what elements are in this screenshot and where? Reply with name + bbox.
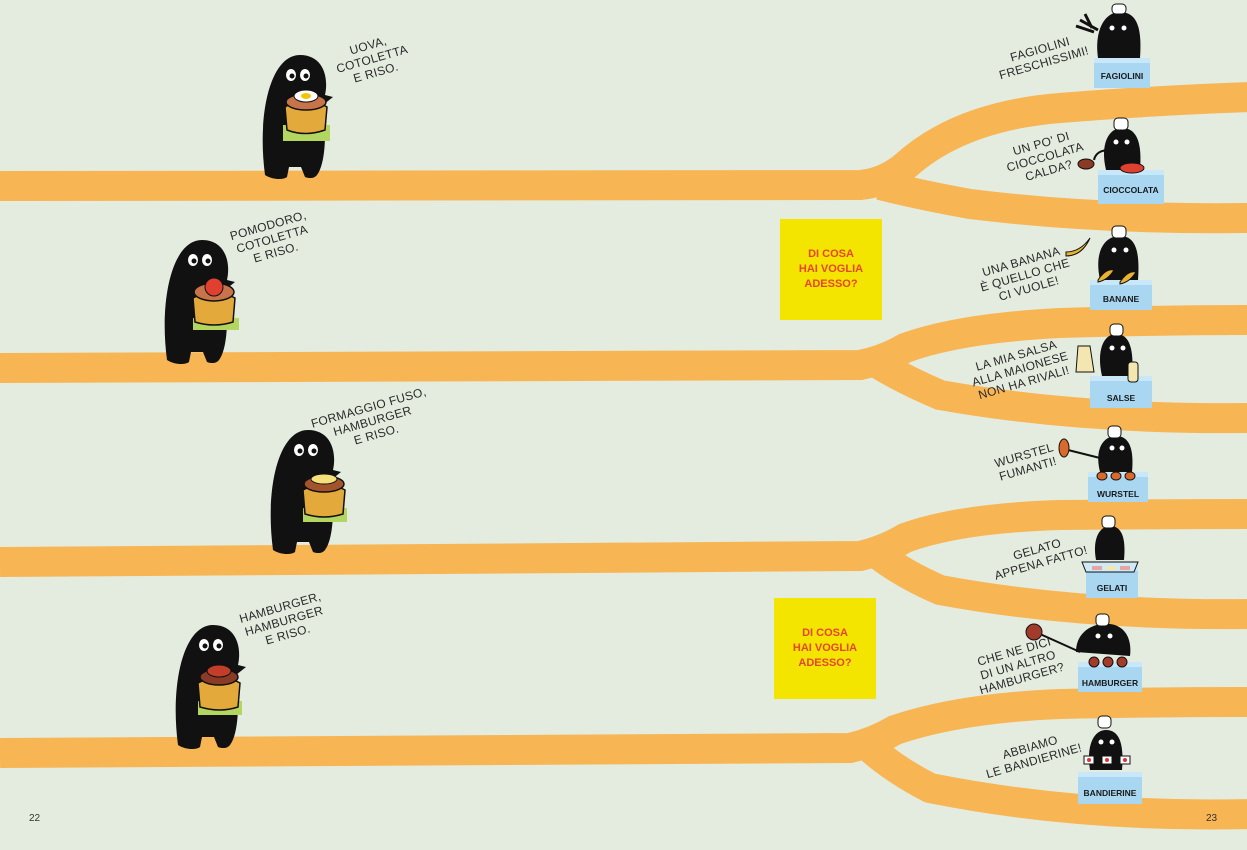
character-hamburger-hamburger-rice xyxy=(175,625,246,750)
path-2-lower-branch xyxy=(872,352,1247,434)
shop-label-fagiolini: FAGIOLINI xyxy=(1100,71,1144,81)
page-number-left: 22 xyxy=(29,813,41,824)
shop-label-bandierine: BANDIERINE xyxy=(1083,788,1137,798)
shop-fagiolini xyxy=(1075,3,1150,88)
shop-label-salse: SALSE xyxy=(1106,393,1136,403)
path-3-lower-branch xyxy=(870,543,1247,630)
shop-hamburger xyxy=(1025,613,1142,692)
shop-banane xyxy=(1065,225,1152,310)
shop-label-hamburger: HAMBURGER xyxy=(1081,678,1139,688)
page-number-right: 23 xyxy=(1206,813,1218,824)
shop-cioccolata xyxy=(1077,117,1164,204)
character-cheese-hamburger-rice xyxy=(270,430,347,555)
shop-wurstel xyxy=(1058,425,1148,502)
character-eggs-cutlet-rice xyxy=(262,55,333,180)
shop-gelati xyxy=(1081,515,1139,598)
shop-salse xyxy=(1075,323,1152,408)
shop-label-banane: BANANE xyxy=(1102,294,1140,304)
shop-label-wurstel: WURSTEL xyxy=(1096,489,1140,499)
shop-label-gelati: GELATI xyxy=(1096,583,1128,593)
path-1-lower-branch xyxy=(876,170,1247,234)
question-box-2: DI COSA HAI VOGLIA ADESSO? xyxy=(774,598,876,699)
question-box-1: DI COSA HAI VOGLIA ADESSO? xyxy=(780,219,882,320)
path-4-lower-branch xyxy=(860,736,1247,830)
character-tomato-cutlet-rice xyxy=(164,240,239,365)
shop-bandierine xyxy=(1078,715,1142,804)
shop-label-cioccolata: CIOCCOLATA xyxy=(1103,185,1159,195)
